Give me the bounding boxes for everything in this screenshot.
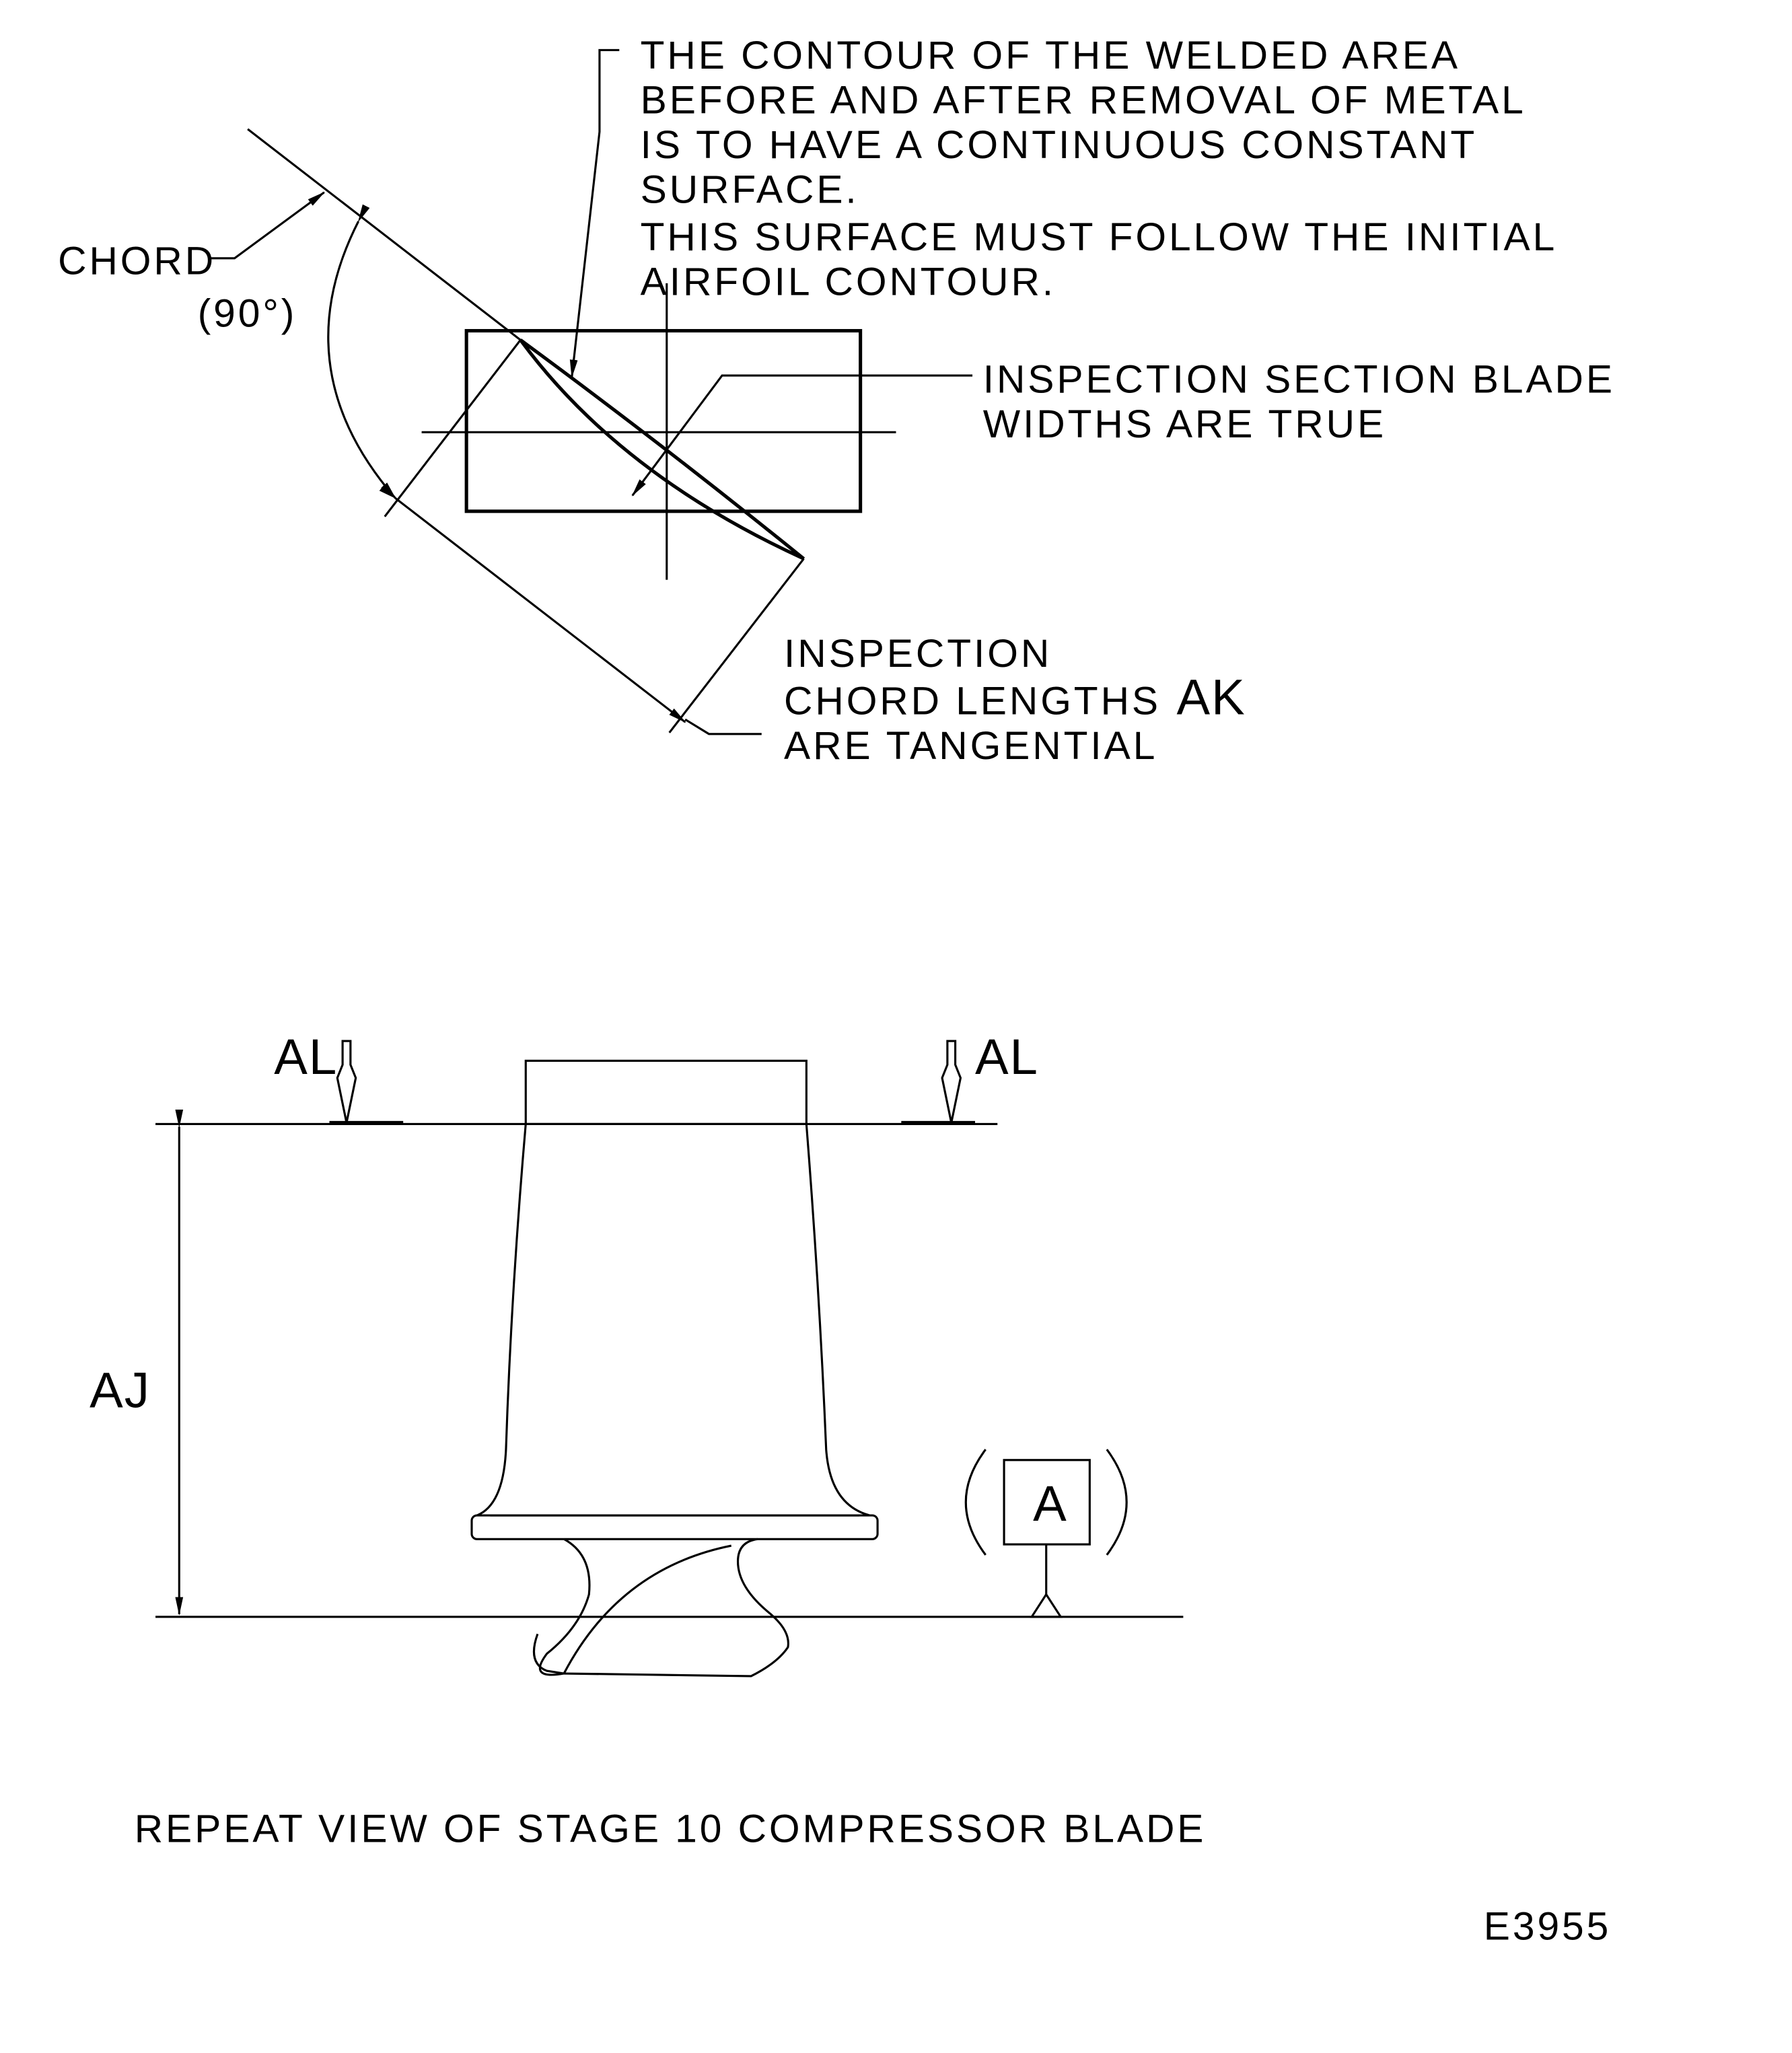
- section-mark-label: AL: [975, 1029, 1039, 1085]
- section-note-line: INSPECTION SECTION BLADE: [983, 358, 1615, 402]
- section-mark-label: AL: [274, 1029, 338, 1085]
- airfoil-outline: [476, 1124, 870, 1517]
- datum-feature-symbol: A: [964, 1449, 1128, 1618]
- blade-side-view: AJ AL AL A: [89, 1029, 1184, 1678]
- section-mark-right: AL: [901, 1029, 1039, 1125]
- angle-label: (90°): [198, 292, 297, 336]
- weld-note: THE CONTOUR OF THE WELDED AREA BEFORE AN…: [641, 34, 1558, 304]
- weld-note-line: AIRFOIL CONTOUR.: [641, 260, 1056, 304]
- chord-leader: [211, 191, 326, 260]
- weld-note-line: THIS SURFACE MUST FOLLOW THE INITIAL: [641, 215, 1558, 259]
- chord-note-line: CHORD LENGTHS: [784, 679, 1161, 723]
- airfoil-section-view: THE CONTOUR OF THE WELDED AREA BEFORE AN…: [58, 34, 1615, 768]
- section-note-line: WIDTHS ARE TRUE: [983, 402, 1386, 446]
- chord-dimension-label: AK: [1177, 669, 1246, 725]
- figure-id: E3955: [1484, 1905, 1611, 1949]
- chord-dimension-line: [379, 484, 686, 723]
- weld-note-line: IS TO HAVE A CONTINUOUS CONSTANT: [641, 123, 1478, 167]
- angle-arc: [327, 204, 396, 499]
- weld-note-line: SURFACE.: [641, 168, 859, 212]
- figure-caption: REPEAT VIEW OF STAGE 10 COMPRESSOR BLADE: [135, 1807, 1207, 1851]
- datum-label: A: [1033, 1476, 1068, 1532]
- weld-note-line: THE CONTOUR OF THE WELDED AREA: [641, 34, 1460, 77]
- chord-note-line: INSPECTION: [784, 632, 1052, 676]
- section-mark-left: AL: [274, 1029, 404, 1125]
- chord-note-leader: [684, 718, 762, 735]
- height-dimension-label: AJ: [89, 1362, 151, 1418]
- weld-note-leader: [569, 48, 620, 379]
- extension-line-trailing: [668, 558, 805, 733]
- extension-line-leading: [384, 339, 522, 517]
- dovetail-root: [538, 1538, 789, 1678]
- blade-platform: [470, 1514, 879, 1540]
- weld-note-line: BEFORE AND AFTER REMOVAL OF METAL: [641, 78, 1526, 122]
- dovetail-root-outline: [532, 1544, 732, 1675]
- airfoil-profile: [519, 338, 805, 561]
- blade-tip: [524, 1059, 808, 1125]
- chord-note-line: ARE TANGENTIAL: [784, 724, 1157, 768]
- inspection-section-box: [464, 328, 863, 513]
- section-note-leader: [631, 374, 973, 497]
- chord-label: CHORD: [58, 239, 216, 283]
